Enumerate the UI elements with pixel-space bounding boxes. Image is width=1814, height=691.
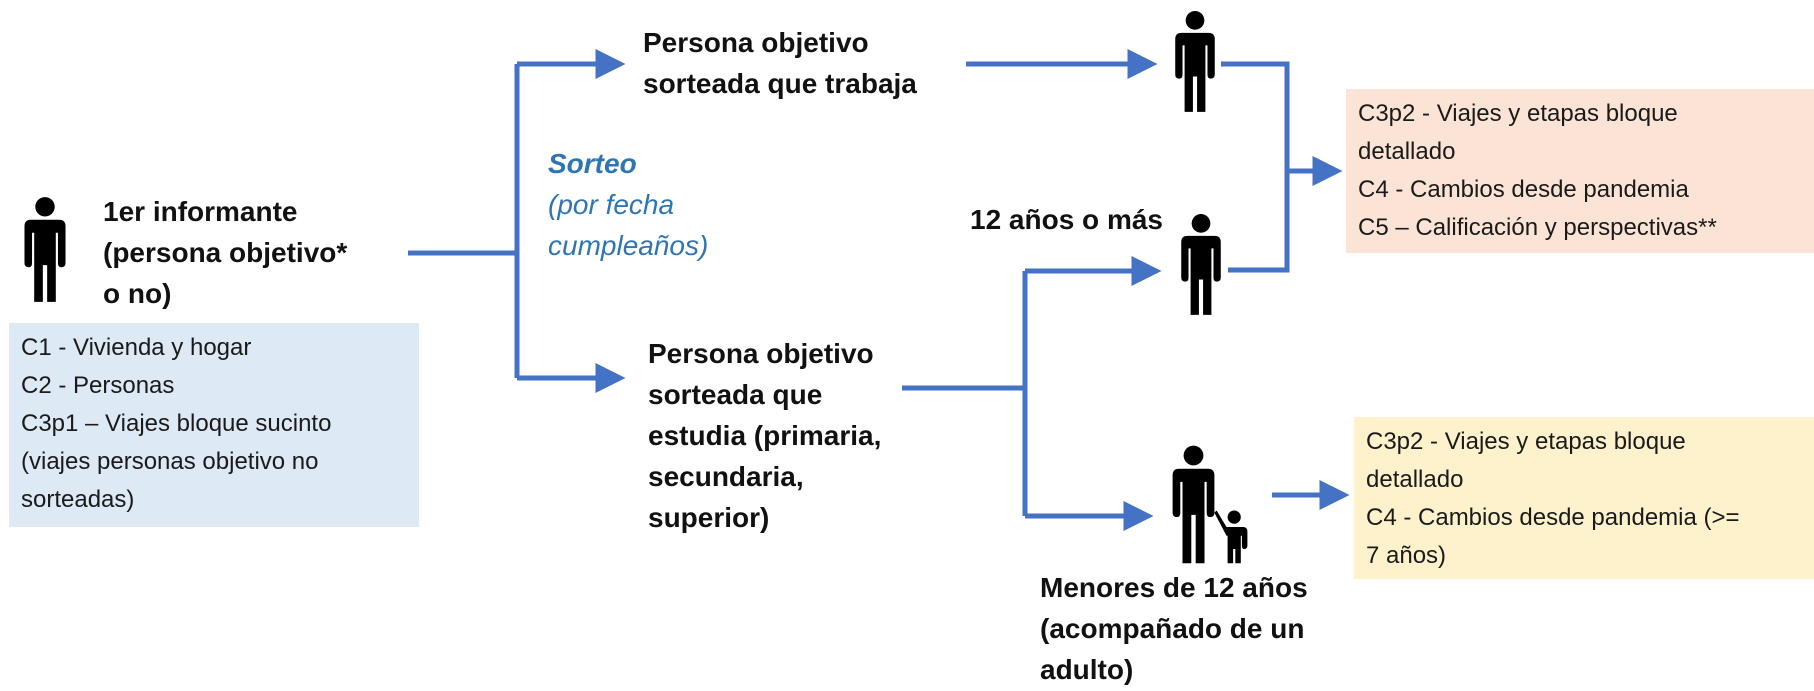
person-icon <box>1175 11 1215 112</box>
adult-with-child-icon <box>1172 445 1248 564</box>
student-label: Persona objetivo sorteada que estudia (p… <box>648 338 882 533</box>
worker-label: Persona objetivo sorteada que trabaja <box>643 27 917 99</box>
connector-worker-merge <box>1221 61 1290 273</box>
sorteo-title: Sorteo <box>548 148 637 179</box>
sorteo-subtitle: (por fecha cumpleaños) <box>548 189 709 261</box>
under-12-label: Menores de 12 años (acompañado de un adu… <box>1040 572 1308 685</box>
modules-box-under-12: C3p2 - Viajes y etapas bloque detallado … <box>1354 417 1814 579</box>
modules-box-first-informant: C1 - Vivienda y hogar C2 - Personas C3p1… <box>9 323 419 527</box>
modules-box-selected-12-plus: C3p2 - Viajes y etapas bloque detallado … <box>1346 89 1814 253</box>
person-icon <box>1181 214 1221 315</box>
age-12-plus-label: 12 años o más <box>970 204 1163 235</box>
person-icon <box>24 197 66 302</box>
informant-label: 1er informante (persona objetivo* o no) <box>103 196 348 309</box>
